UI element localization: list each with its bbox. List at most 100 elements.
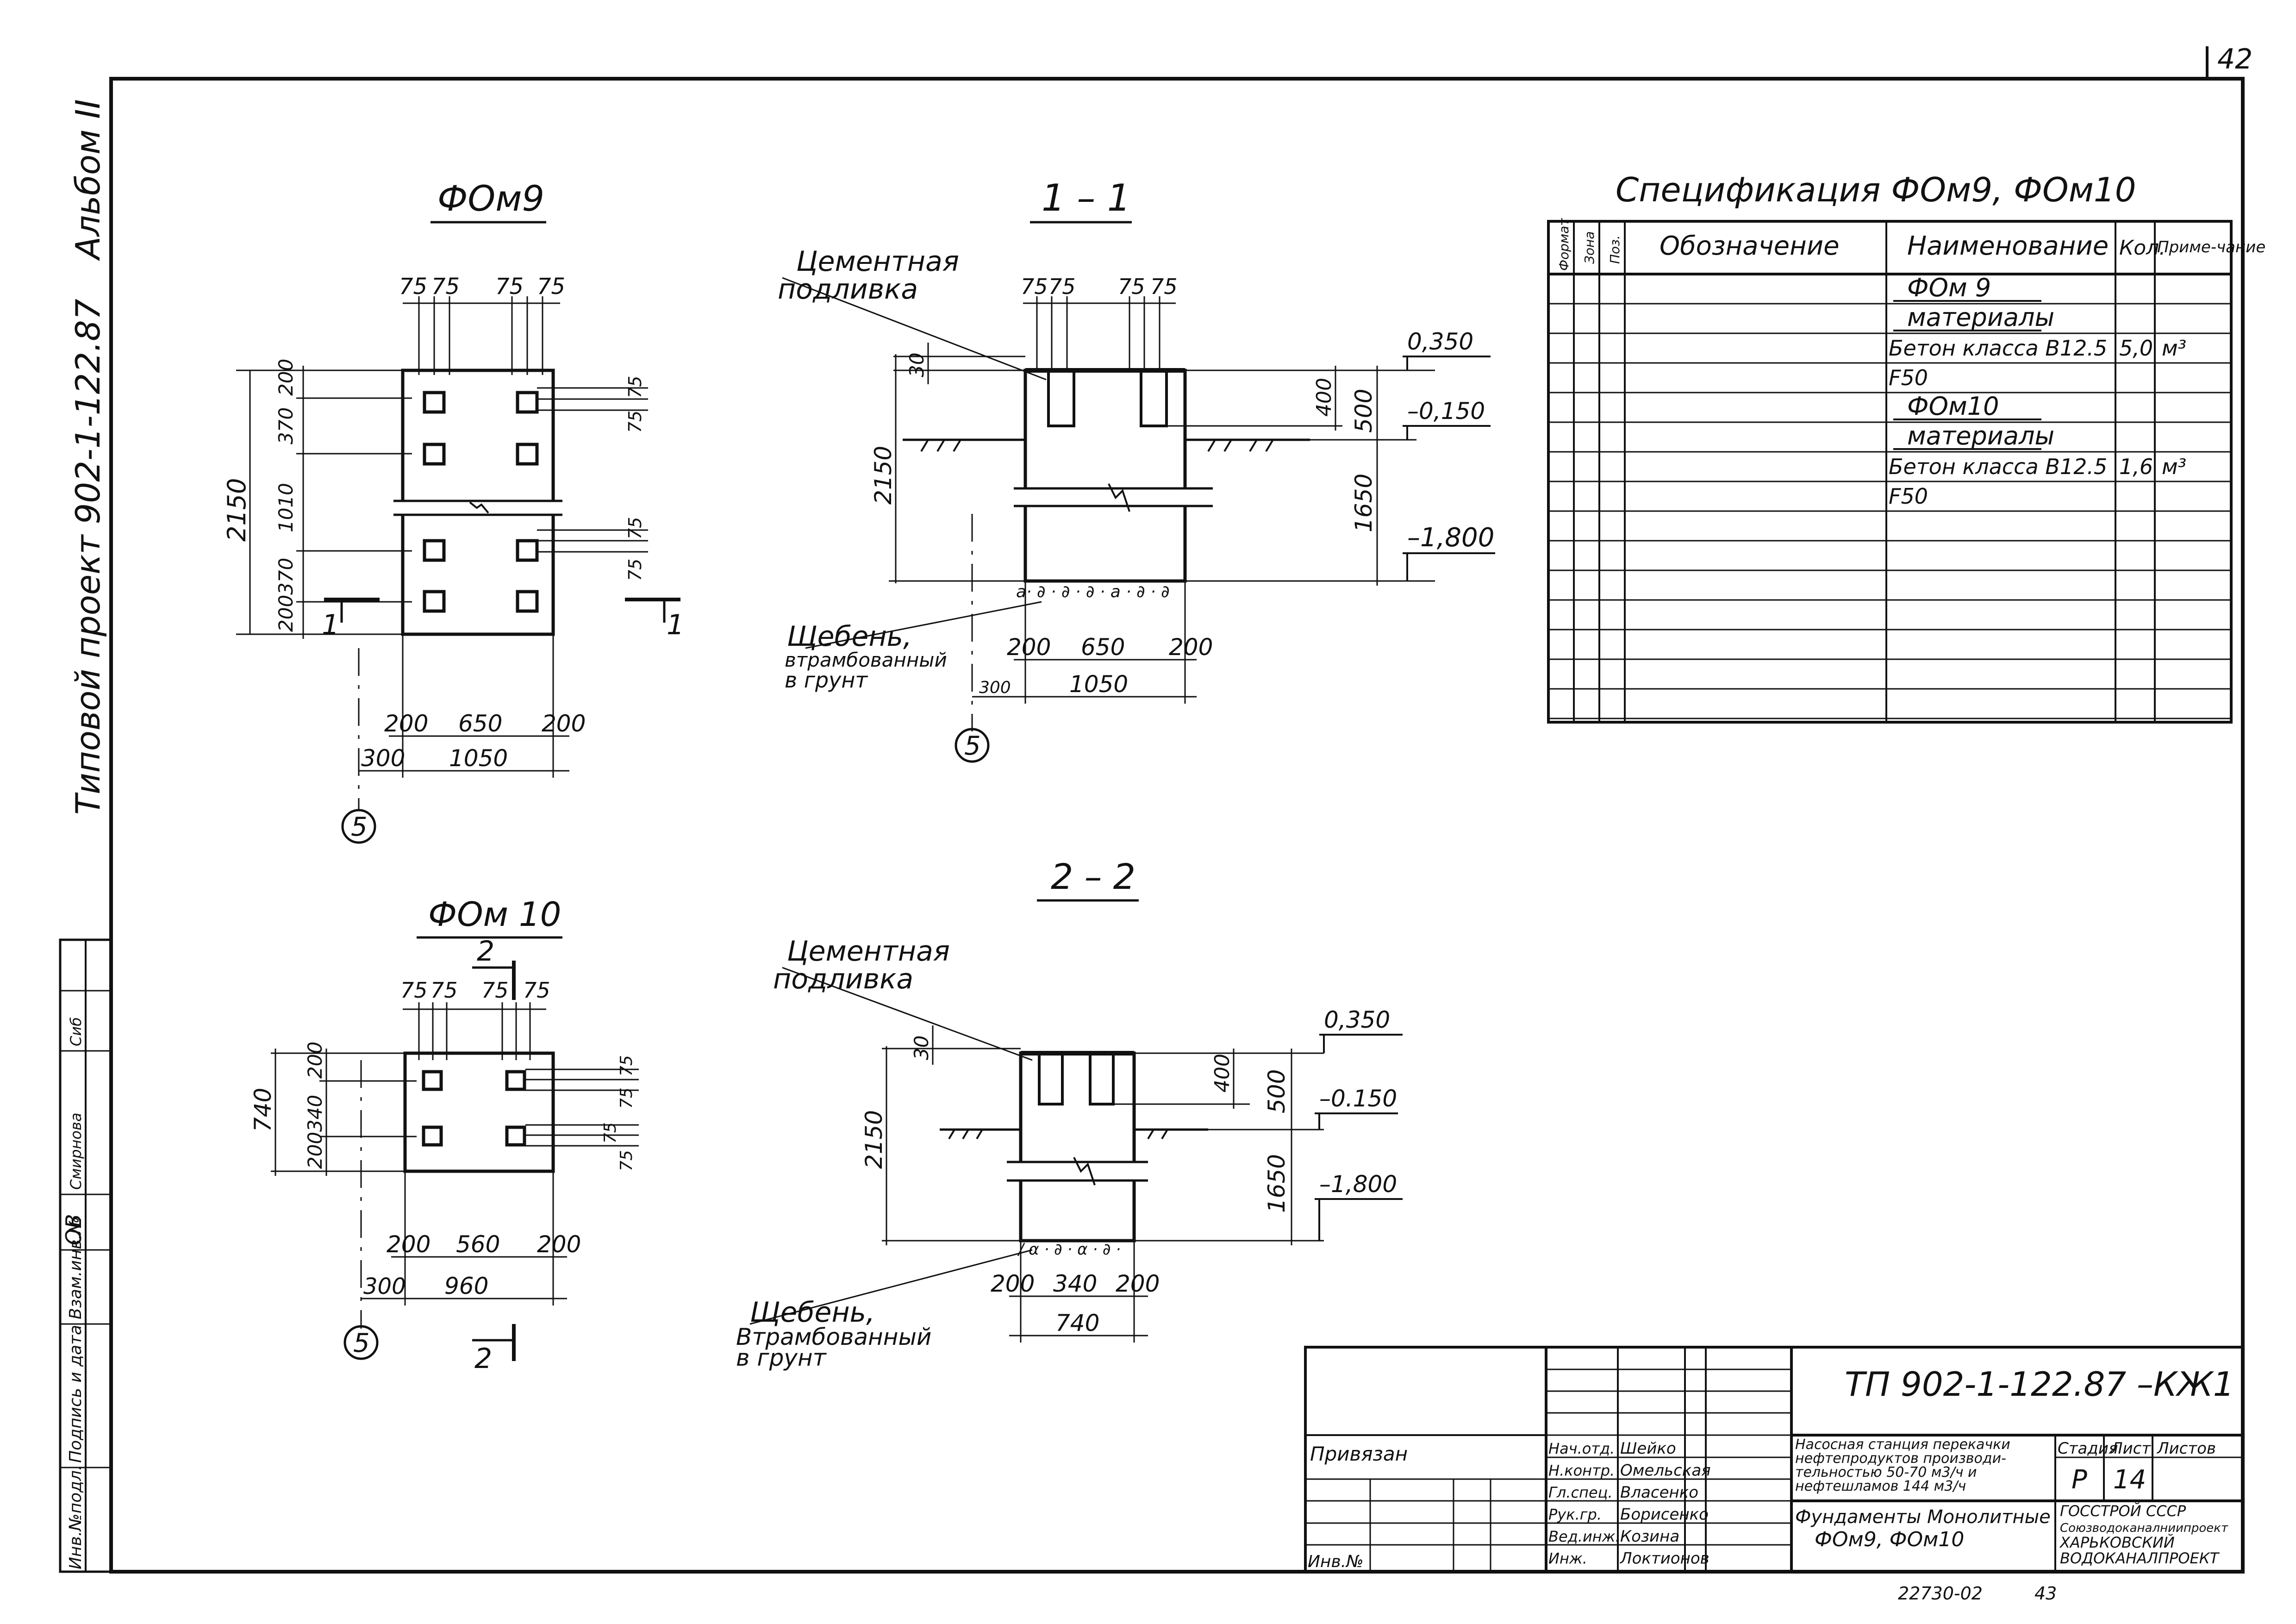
svg-text:1650: 1650 — [1350, 474, 1377, 532]
side-stamp: Инв.№подл. Подпись и дата Взам.инв.№ ОВ … — [59, 938, 112, 1573]
svg-text:75: 75 — [617, 1055, 636, 1076]
svg-text:740: 740 — [250, 1088, 276, 1132]
project-label: Типовой проект 902-1-122.87 — [69, 299, 107, 815]
spec-row-qty: 5,0 — [2119, 336, 2153, 361]
svg-text:1650: 1650 — [1263, 1154, 1290, 1213]
svg-text:2150: 2150 — [222, 478, 251, 542]
svg-text:75: 75 — [1048, 274, 1076, 299]
svg-text:1050: 1050 — [449, 745, 508, 772]
svg-text:75: 75 — [617, 1150, 636, 1171]
svg-text:560: 560 — [456, 1231, 500, 1258]
plan-fom10-title: ФОм 10 — [428, 895, 561, 934]
spec-row-name: материалы — [1907, 421, 2054, 450]
section-2-2: 2 – 2 Цементная подливка / α · ∂ · α · ∂… — [736, 856, 1403, 1371]
svg-text:370: 370 — [275, 407, 297, 444]
svg-text:650: 650 — [1081, 634, 1125, 661]
svg-text:2: 2 — [474, 1343, 492, 1375]
object-line: нефтепродуктов производи- — [1795, 1450, 2006, 1467]
staff-name: Власенко — [1620, 1483, 1698, 1502]
svg-text:22730-02: 22730-02 — [1898, 1583, 1983, 1604]
spec-row-name: ФОм 9 — [1907, 273, 1991, 302]
sheet-number: 42 — [2217, 43, 2252, 75]
svg-text:Фундаменты Монолитные: Фундаменты Монолитные — [1795, 1506, 2051, 1528]
svg-text:75: 75 — [399, 274, 427, 300]
spec-table: Спецификация ФОм9, ФОм10 Формат Зона Поз… — [1547, 170, 2265, 724]
staff-role: Нач.отд. — [1548, 1440, 1615, 1457]
svg-text:200: 200 — [384, 710, 428, 737]
svg-text:75: 75 — [1021, 274, 1048, 299]
album-label: Альбом II — [69, 99, 107, 261]
svg-text:75: 75 — [1150, 274, 1178, 299]
svg-text:43: 43 — [2034, 1583, 2057, 1604]
svg-text:Наименование: Наименование — [1907, 231, 2109, 261]
svg-text:ФОм9, ФОм10: ФОм9, ФОм10 — [1815, 1528, 1964, 1551]
staff-role: Вед.инж. — [1548, 1528, 1620, 1545]
svg-text:650: 650 — [458, 710, 502, 737]
section-1-1: 1 – 1 Цементная подливка a· ∂ · ∂ · ∂ · … — [778, 176, 1495, 763]
svg-text:370: 370 — [275, 558, 297, 595]
svg-text:Втрамбованный: Втрамбованный — [736, 1324, 931, 1350]
svg-text:75: 75 — [617, 1087, 636, 1109]
spec-row-name: F50 — [1889, 365, 1928, 390]
svg-text:Приме-чание: Приме-чание — [2157, 238, 2265, 256]
staff-name: Локтионов — [1619, 1549, 1710, 1568]
svg-text:300: 300 — [979, 678, 1011, 697]
svg-text:340: 340 — [304, 1095, 326, 1132]
outer-frame — [109, 77, 2245, 1574]
svg-text:5: 5 — [351, 812, 368, 842]
svg-text:0,350: 0,350 — [1407, 328, 1473, 355]
svg-text:960: 960 — [444, 1273, 488, 1299]
staff-name: Козина — [1620, 1527, 1679, 1546]
plan-fom9: ФОм9 75 75 75 75 2150 — [222, 178, 684, 844]
svg-text:Подпись и дата: Подпись и дата — [66, 1325, 85, 1463]
svg-text:740: 740 — [1055, 1310, 1099, 1337]
svg-text:75: 75 — [400, 978, 428, 1003]
svg-text:–1,800: –1,800 — [1407, 523, 1494, 553]
staff-name: Борисенко — [1620, 1505, 1709, 1524]
svg-text:ТП 902-1-122.87 –КЖ1: ТП 902-1-122.87 –КЖ1 — [1845, 1365, 2234, 1404]
staff-role: Инж. — [1548, 1550, 1587, 1568]
svg-text:14: 14 — [2113, 1465, 2146, 1495]
svg-text:Р: Р — [2071, 1465, 2087, 1495]
svg-text:Лист: Лист — [2110, 1439, 2151, 1458]
svg-text:200: 200 — [991, 1270, 1035, 1297]
svg-text:75: 75 — [1118, 274, 1145, 299]
svg-text:400: 400 — [1312, 378, 1336, 417]
svg-text:30: 30 — [905, 353, 928, 377]
svg-text:200: 200 — [304, 1042, 326, 1079]
svg-text:75: 75 — [431, 274, 460, 300]
svg-text:Сиб: Сиб — [67, 1017, 85, 1046]
spec-row-qty: 1,6 — [2119, 454, 2153, 479]
svg-text:75: 75 — [495, 274, 524, 300]
svg-text:ОВ: ОВ — [61, 1214, 86, 1245]
plan-fom9-title: ФОм9 — [437, 178, 544, 219]
svg-text:300: 300 — [361, 745, 405, 772]
svg-text:200: 200 — [275, 595, 297, 632]
staff-name: Омельская — [1620, 1462, 1711, 1480]
svg-text:a· ∂ · ∂ · ∂ · a · ∂ · ∂: a· ∂ · ∂ · ∂ · a · ∂ · ∂ — [1016, 582, 1170, 601]
section-2-2-title: 2 – 2 — [1051, 856, 1136, 897]
svg-text:Цементная: Цементная — [787, 935, 950, 968]
svg-text:1050: 1050 — [1069, 671, 1128, 698]
svg-text:5: 5 — [353, 1328, 370, 1358]
org-line: ВОДОКАНАЛПРОЕКТ — [2060, 1549, 2220, 1567]
svg-text:Обозначение: Обозначение — [1660, 231, 1840, 261]
svg-text:75: 75 — [537, 274, 565, 300]
section-1-1-title: 1 – 1 — [1042, 176, 1131, 219]
svg-text:340: 340 — [1053, 1270, 1097, 1297]
svg-text:2150: 2150 — [861, 1110, 887, 1169]
svg-text:Кол.: Кол. — [2119, 236, 2165, 260]
staff-role: Рук.гр. — [1548, 1506, 1602, 1524]
svg-text:втрамбованный: втрамбованный — [785, 649, 947, 671]
spec-row-name: F50 — [1889, 484, 1928, 509]
org-line: Союзводоканалниипроект — [2060, 1521, 2228, 1535]
svg-text:Цементная: Цементная — [796, 245, 959, 278]
svg-text:75: 75 — [625, 559, 645, 581]
svg-text:в грунт: в грунт — [785, 668, 868, 693]
object-line: нефтешламов 144 м3/ч — [1795, 1478, 1966, 1494]
svg-text:Зона: Зона — [1582, 231, 1597, 264]
svg-text:Смирнова: Смирнова — [67, 1112, 85, 1190]
spec-title: Спецификация ФОм9, ФОм10 — [1616, 170, 2136, 209]
spec-row-name: Бетон класса В12.5 — [1889, 454, 2107, 479]
